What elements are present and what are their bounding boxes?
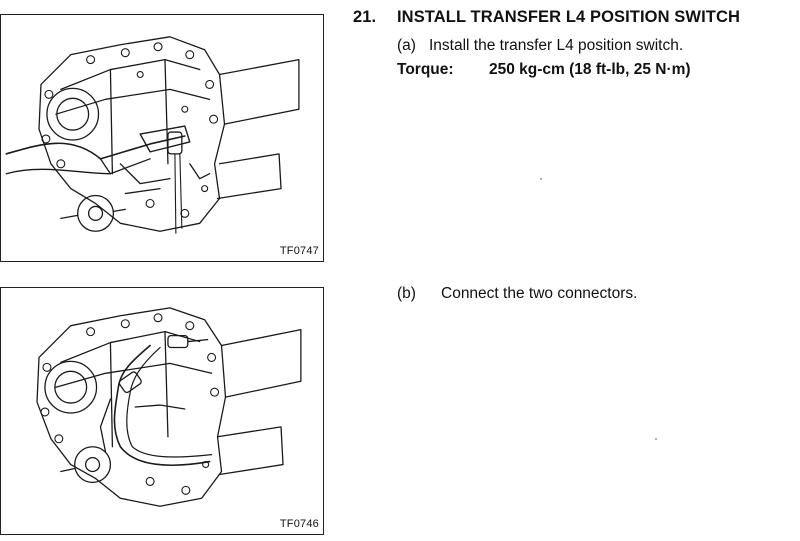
- figure-code: TF0746: [279, 518, 319, 530]
- step-title: INSTALL TRANSFER L4 POSITION SWITCH: [397, 8, 740, 26]
- sub-step-b: (b) Connect the two connectors.: [397, 285, 637, 303]
- sub-step-text: Connect the two connectors.: [441, 285, 638, 302]
- scan-speck: [655, 438, 657, 440]
- step-heading: 21. INSTALL TRANSFER L4 POSITION SWITCH: [353, 8, 800, 27]
- figure-code: TF0747: [279, 245, 319, 257]
- torque-label: Torque:: [397, 61, 454, 78]
- figure-connect-connectors: TF0746: [0, 287, 324, 535]
- sub-step-label: (b): [397, 285, 416, 302]
- figure-install-switch: TF0747: [0, 14, 324, 262]
- sub-step-a: (a) Install the transfer L4 position swit…: [397, 37, 800, 55]
- torque-value: 250 kg-cm (18 ft-lb, 25 N·m): [489, 61, 691, 78]
- sub-step-label: (a): [397, 37, 416, 54]
- torque-spec: Torque: 250 kg-cm (18 ft-lb, 25 N·m): [397, 61, 800, 79]
- sub-step-text: Install the transfer L4 position switch.: [429, 37, 684, 54]
- transfer-case-illustration-1: [5, 36, 300, 234]
- step-number: 21.: [353, 8, 377, 26]
- instruction-text: 21. INSTALL TRANSFER L4 POSITION SWITCH (…: [353, 8, 800, 79]
- scan-speck: [540, 178, 542, 180]
- transfer-case-illustration-2: [36, 307, 302, 507]
